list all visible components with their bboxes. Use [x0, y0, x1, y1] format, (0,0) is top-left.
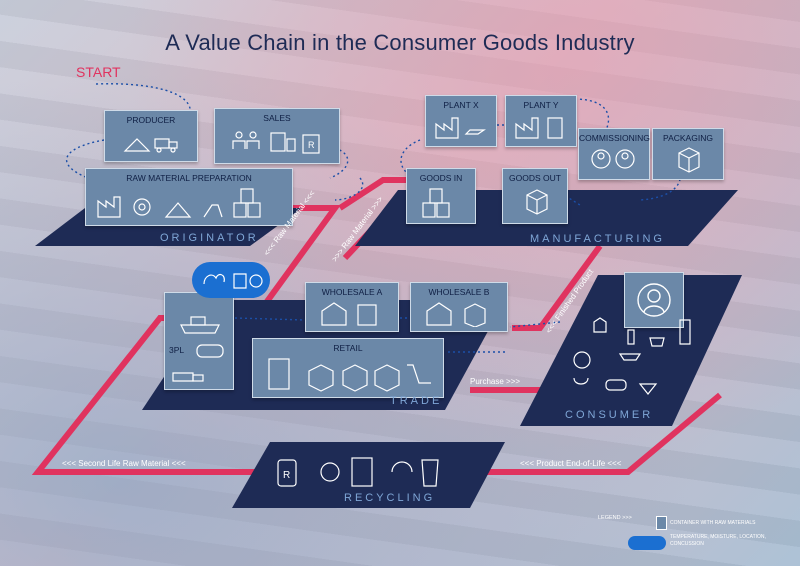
trade-stage-label: TRADE — [390, 395, 443, 407]
producer-card: PRODUCER — [104, 110, 198, 162]
legend-container-text: CONTAINER WITH RAW MATERIALS — [670, 520, 756, 526]
sales-card: SALES R — [214, 108, 340, 164]
product-eol-tag: <<< Product End-of-Life <<< — [520, 459, 622, 468]
path-finished-product — [512, 244, 603, 331]
producer-label: PRODUCER — [126, 115, 176, 125]
sensor-icons — [203, 273, 263, 289]
workers-icon — [591, 149, 635, 169]
person-icon — [637, 283, 671, 317]
originator-stage-label: ORIGINATOR — [160, 232, 259, 244]
second-life-tag: <<< Second Life Raw Material <<< — [62, 459, 186, 468]
consumer-avatar-card — [624, 272, 684, 328]
plant-y-card: PLANT Y — [505, 95, 577, 147]
sales-label: SALES — [263, 113, 291, 123]
plant-x-card: PLANT X — [425, 95, 497, 147]
goods-in-label: GOODS IN — [419, 173, 463, 183]
threepl-label: 3PL — [169, 345, 185, 355]
plant-x-label: PLANT X — [443, 100, 479, 110]
sales-people-icon: R — [232, 131, 320, 154]
factory-icon — [435, 117, 486, 139]
packaging-card: PACKAGING — [652, 128, 724, 180]
platform-consumer — [520, 275, 742, 426]
commissioning-card: COMMISSIONING — [578, 128, 650, 180]
svg-text:R: R — [283, 470, 290, 481]
commissioning-label: COMMISSIONING — [579, 133, 650, 143]
retail-label: RETAIL — [333, 343, 363, 353]
mining-truck-icon — [123, 138, 178, 153]
svg-text:R: R — [308, 140, 315, 150]
legend-sensor-icon — [628, 536, 666, 550]
package-icon — [678, 147, 700, 173]
goods-in-card: GOODS IN — [406, 168, 476, 224]
consumer-stage-label: CONSUMER — [565, 409, 654, 421]
raw-material-preparation-card: RAW MATERIAL PREPARATION — [85, 168, 293, 226]
raw-material-preparation-label: RAW MATERIAL PREPARATION — [126, 173, 252, 183]
goods-out-card: GOODS OUT — [502, 168, 568, 224]
start-label: START — [76, 64, 121, 80]
recycling-stage-label: RECYCLING — [344, 492, 436, 504]
manufacturing-stage-label: MANUFACTURING — [530, 233, 665, 245]
recycling-icons: R — [277, 457, 439, 487]
legend-container-icon — [656, 516, 667, 530]
platform-recycling — [232, 442, 505, 508]
packaging-label: PACKAGING — [663, 133, 713, 143]
purchase-tag: Purchase >>> — [470, 377, 521, 386]
wholesale-a-label: WHOLESALE A — [321, 287, 383, 297]
transport-icons — [172, 316, 224, 382]
consumer-products-icons — [573, 317, 691, 395]
retail-icons — [268, 358, 431, 392]
plant-y-label: PLANT Y — [523, 100, 559, 110]
package-icon — [526, 189, 548, 215]
warehouse-icon — [321, 302, 377, 326]
warehouse-icon — [426, 302, 486, 327]
factory-icon — [515, 117, 563, 139]
retail-card: RETAIL — [252, 338, 444, 398]
legend-sensor-text: TEMPERATURE, MOISTURE, LOCATION, CONCUSS… — [670, 534, 766, 547]
wholesale-b-card: WHOLESALE B — [410, 282, 508, 332]
path-product-eol — [470, 392, 722, 475]
containers-icon — [422, 188, 450, 218]
page-title: A Value Chain in the Consumer Goods Indu… — [165, 30, 635, 55]
wholesale-a-card: WHOLESALE A — [305, 282, 399, 332]
factory-processing-icon — [97, 188, 261, 218]
goods-out-label: GOODS OUT — [509, 173, 561, 183]
wholesale-b-label: WHOLESALE B — [428, 287, 490, 297]
legend-header: LEGEND >>> — [598, 515, 632, 521]
threepl-card: 3PL — [164, 292, 234, 390]
